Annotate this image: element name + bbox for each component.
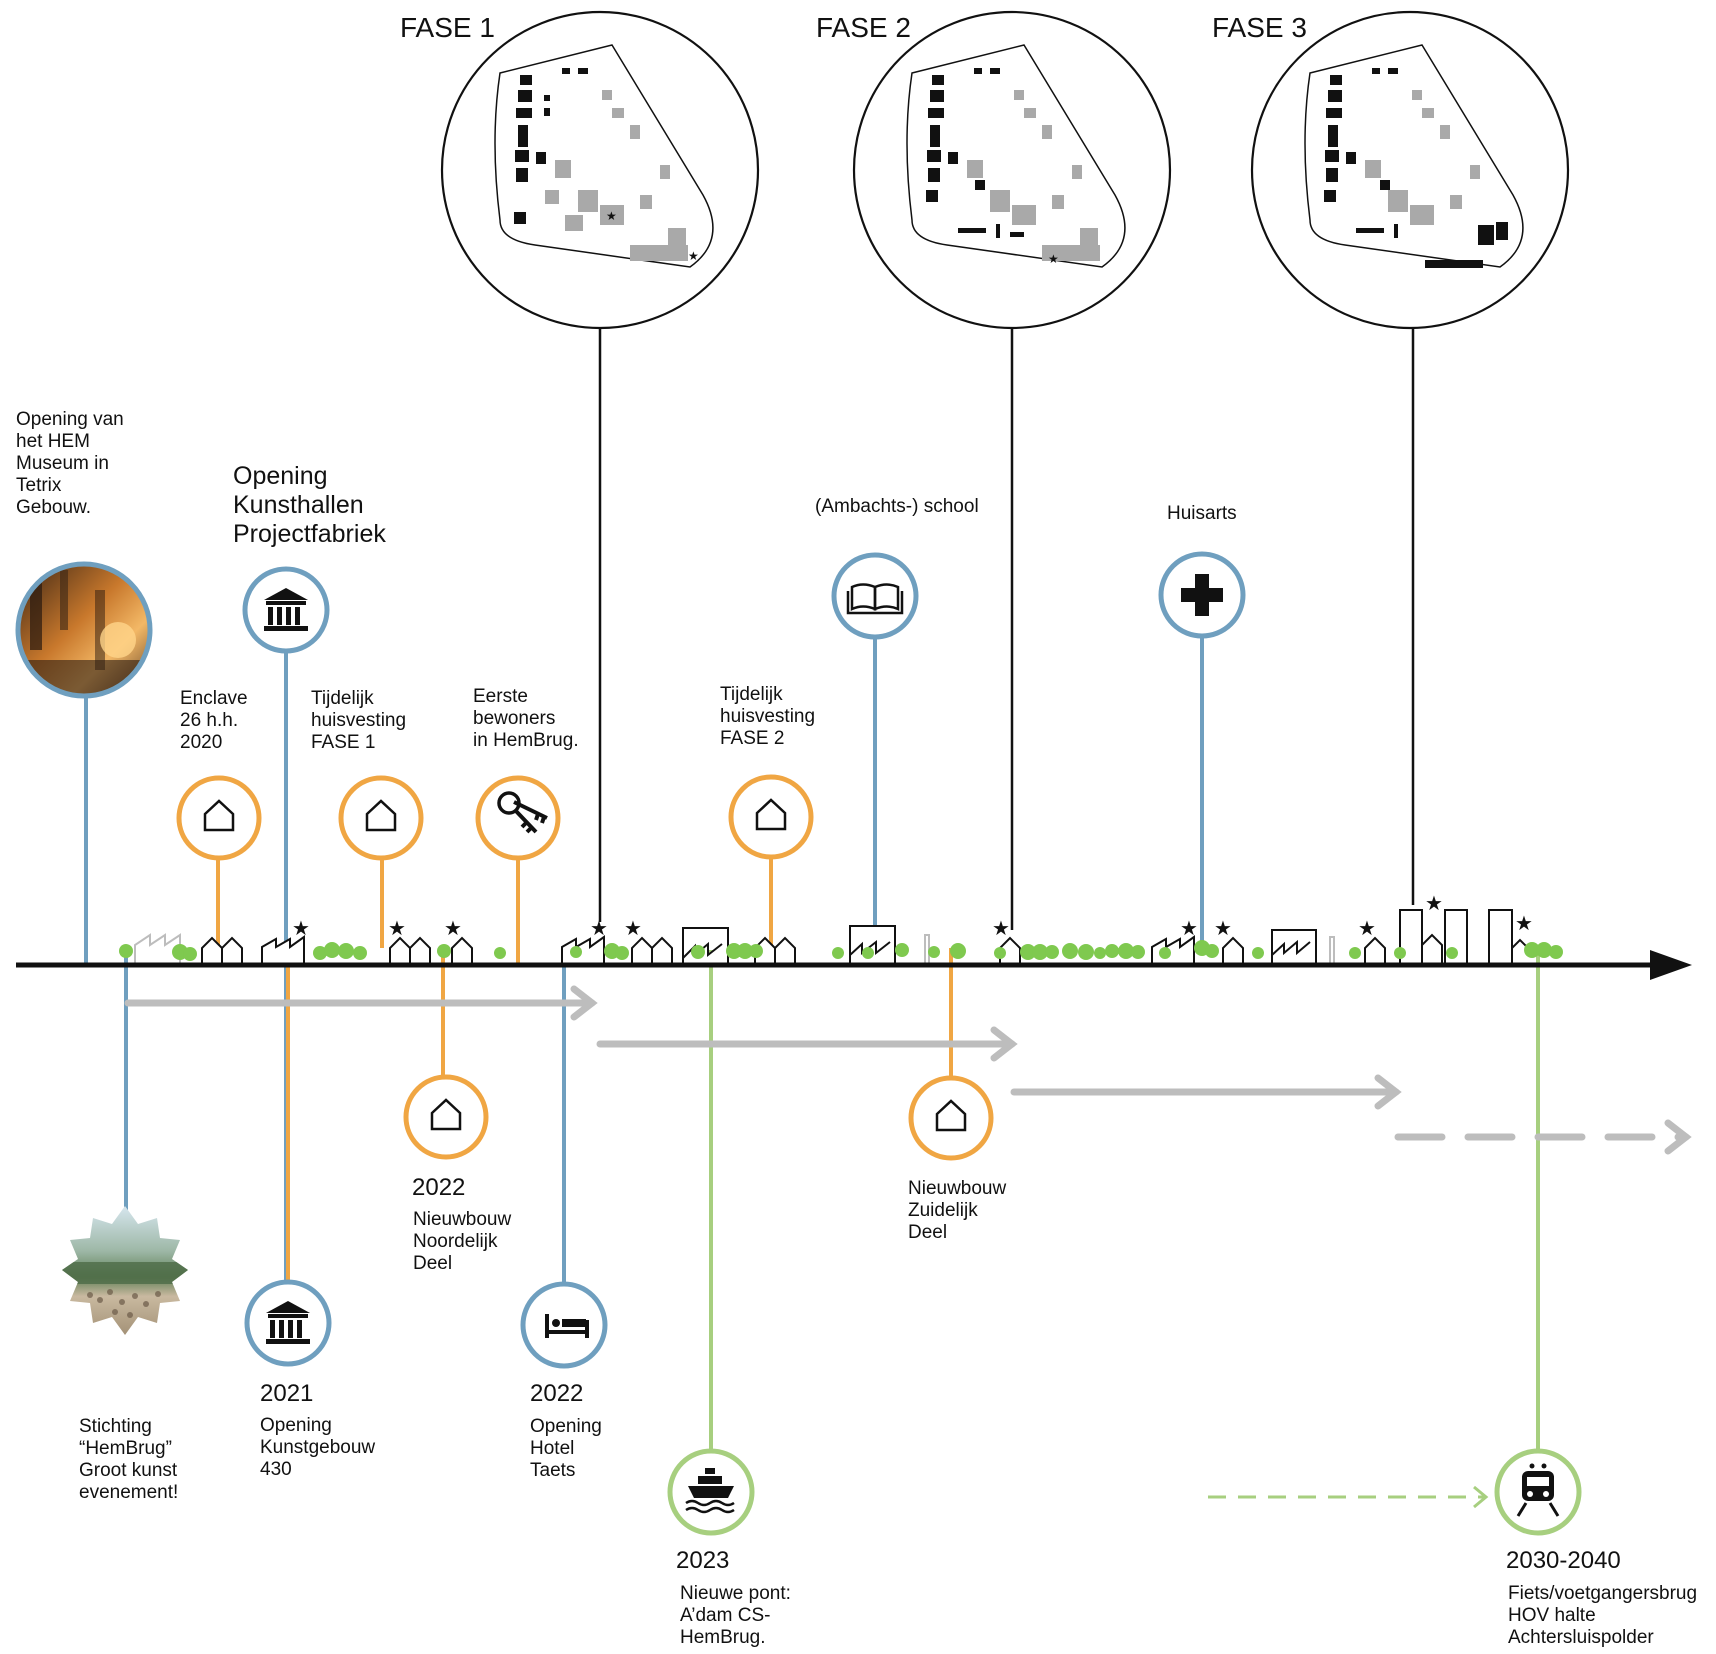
keys-icon <box>497 791 548 834</box>
brug-icon-circle <box>1494 1448 1582 1536</box>
svg-text:★: ★ <box>1425 891 1443 915</box>
eerste-bewoners-label: Eerste bewoners in HemBrug. <box>473 686 579 751</box>
house-icon <box>755 798 787 831</box>
svg-text:★: ★ <box>1515 911 1533 935</box>
eerste-bewoners-icon-circle <box>475 775 561 861</box>
phase-3-site-map <box>1304 44 1524 268</box>
huisarts-icon-circle <box>1158 551 1246 639</box>
zuidelijk-label: Nieuwbouw Zuidelijk Deel <box>908 1178 1007 1243</box>
school-icon-circle <box>831 552 919 640</box>
phase-3-label: FASE 3 <box>1212 12 1307 43</box>
skyline-stars: ★ ★ ★ ★ ★ ★ ★ ★ ★ ★ ★ <box>292 891 1533 940</box>
pont-icon-circle <box>667 1448 755 1536</box>
hotel-year: 2022 <box>530 1380 584 1407</box>
kunsthallen-icon-circle <box>242 566 330 654</box>
kunstgebouw-year: 2021 <box>260 1380 314 1407</box>
svg-text:★: ★ <box>1214 916 1232 940</box>
pont-year: 2023 <box>676 1547 730 1574</box>
kunstgebouw-label: Opening Kunstgebouw 430 <box>260 1415 376 1480</box>
phase-3-group: FASE 3 <box>1212 10 1570 330</box>
house-icon <box>365 799 397 832</box>
tijdelijk-2-label: Tijdelijk huisvesting FASE 2 <box>720 684 816 749</box>
svg-text:★: ★ <box>1048 252 1059 266</box>
phase-1-group: FASE 1 ★★ <box>400 10 760 330</box>
svg-text:★: ★ <box>1358 916 1376 940</box>
museum-photo-circle <box>15 561 153 699</box>
svg-text:★: ★ <box>606 209 617 223</box>
hotel-label: Opening Hotel Taets <box>530 1416 602 1481</box>
brug-label: Fiets/voetgangersbrug HOV halte Achtersl… <box>1508 1583 1698 1648</box>
tijdelijk-1-icon-circle <box>338 775 424 861</box>
tijdelijk-1-label: Tijdelijk huisvesting FASE 1 <box>311 688 407 753</box>
svg-text:★: ★ <box>688 249 699 263</box>
phase-2-site-map: ★ <box>906 44 1126 268</box>
kunsthallen-label: Opening Kunsthallen Projectfabriek <box>233 462 386 548</box>
hotel-icon-circle <box>520 1281 608 1369</box>
noordelijk-label: Nieuwbouw Noordelijk Deel <box>413 1209 512 1274</box>
book-icon <box>846 583 904 615</box>
phase-1-site-map: ★★ <box>494 44 714 268</box>
stichting-label: Stichting “HemBrug” Groot kunst evenemen… <box>79 1416 179 1503</box>
skyline <box>134 909 1529 965</box>
bed-icon <box>545 1314 589 1338</box>
house-icon <box>203 799 235 832</box>
green-dashed-arrow <box>1208 1485 1489 1509</box>
school-label: (Ambachts-) school <box>815 496 979 517</box>
museum-icon <box>266 1301 310 1344</box>
svg-text:★: ★ <box>992 916 1010 940</box>
brug-year: 2030-2040 <box>1506 1547 1621 1574</box>
svg-text:★: ★ <box>292 916 310 940</box>
pont-label: Nieuwe pont: A’dam CS- HemBrug. <box>680 1583 791 1648</box>
huisarts-label: Huisarts <box>1167 503 1237 524</box>
svg-text:★: ★ <box>590 916 608 940</box>
phase-1-label: FASE 1 <box>400 12 495 43</box>
noordelijk-year: 2022 <box>412 1174 466 1201</box>
medical-cross-icon <box>1181 574 1223 616</box>
stichting-photo-badge <box>62 1206 188 1335</box>
ferry-icon <box>685 1468 735 1514</box>
svg-text:★: ★ <box>444 916 462 940</box>
house-icon <box>935 1099 967 1132</box>
svg-text:★: ★ <box>624 916 642 940</box>
museum-opening-label: Opening van het HEM Museum in Tetrix Geb… <box>16 409 124 518</box>
phase-2-group: FASE 2 ★ <box>816 10 1172 330</box>
train-icon <box>1516 1463 1560 1517</box>
phase-2-label: FASE 2 <box>816 12 911 43</box>
enclave-label: Enclave 26 h.h. 2020 <box>180 688 248 753</box>
phase-arrows <box>124 985 1692 1155</box>
noordelijk-icon-circle <box>403 1074 489 1160</box>
enclave-icon-circle <box>176 775 262 861</box>
skyline-trees <box>119 940 1563 961</box>
house-icon <box>430 1098 462 1131</box>
zuidelijk-icon-circle <box>908 1075 994 1161</box>
timeline-arrowhead <box>1650 950 1692 980</box>
museum-icon <box>264 588 308 631</box>
kunstgebouw-icon-circle <box>244 1279 332 1367</box>
tijdelijk-2-icon-circle <box>728 774 814 860</box>
svg-text:★: ★ <box>388 916 406 940</box>
svg-text:★: ★ <box>1180 916 1198 940</box>
